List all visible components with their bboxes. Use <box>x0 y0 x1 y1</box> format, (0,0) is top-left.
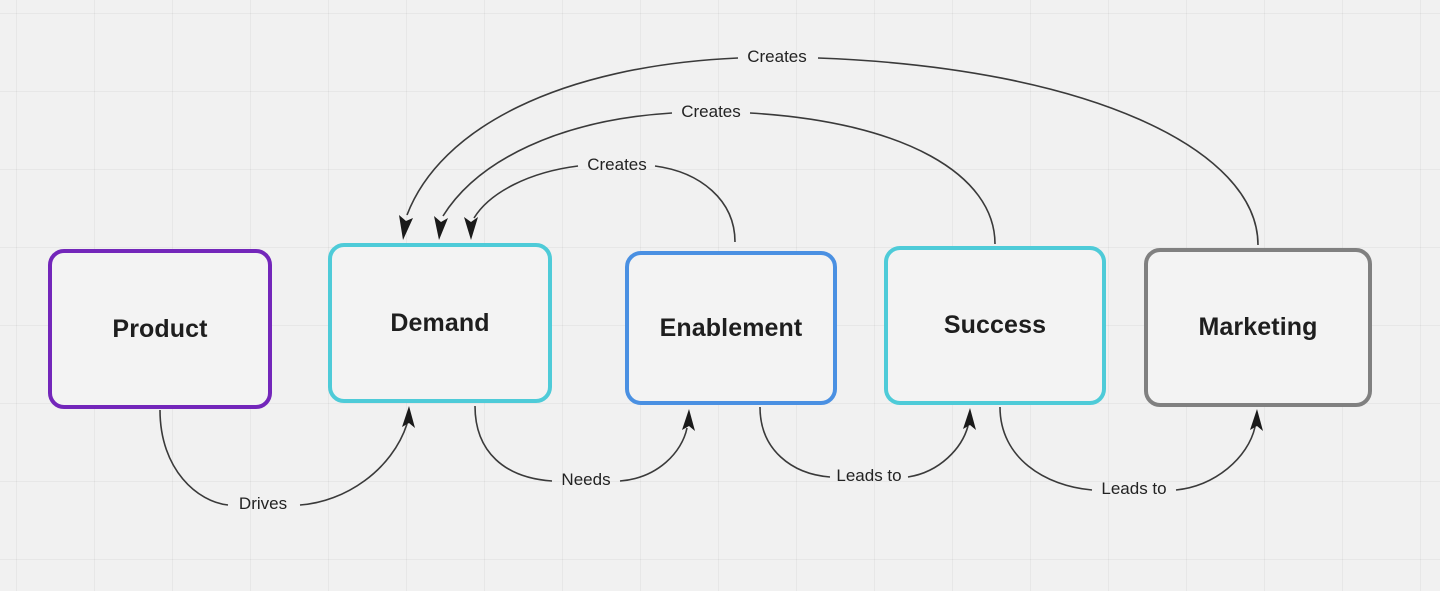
node-enablement[interactable]: Enablement <box>625 251 837 405</box>
edge-label-needs: Needs <box>561 470 611 489</box>
node-enablement-label: Enablement <box>659 313 803 342</box>
node-demand[interactable]: Demand <box>328 243 552 403</box>
edge-label-leads-to-2: Leads to <box>1101 479 1167 498</box>
node-success-label: Success <box>943 311 1047 339</box>
node-product[interactable]: Product <box>48 249 272 409</box>
node-demand-label: Demand <box>390 308 490 337</box>
node-product-label: Product <box>112 314 208 343</box>
edge-label-creates-1: Creates <box>587 155 647 174</box>
edge-label-creates-3: Creates <box>747 47 807 66</box>
node-marketing[interactable]: Marketing <box>1144 248 1372 407</box>
node-success[interactable]: Success <box>884 246 1106 405</box>
edge-label-drives: Drives <box>238 494 288 513</box>
edge-label-leads-to-1: Leads to <box>836 466 902 485</box>
node-marketing-label: Marketing <box>1198 313 1318 341</box>
edge-label-creates-2: Creates <box>681 102 741 121</box>
